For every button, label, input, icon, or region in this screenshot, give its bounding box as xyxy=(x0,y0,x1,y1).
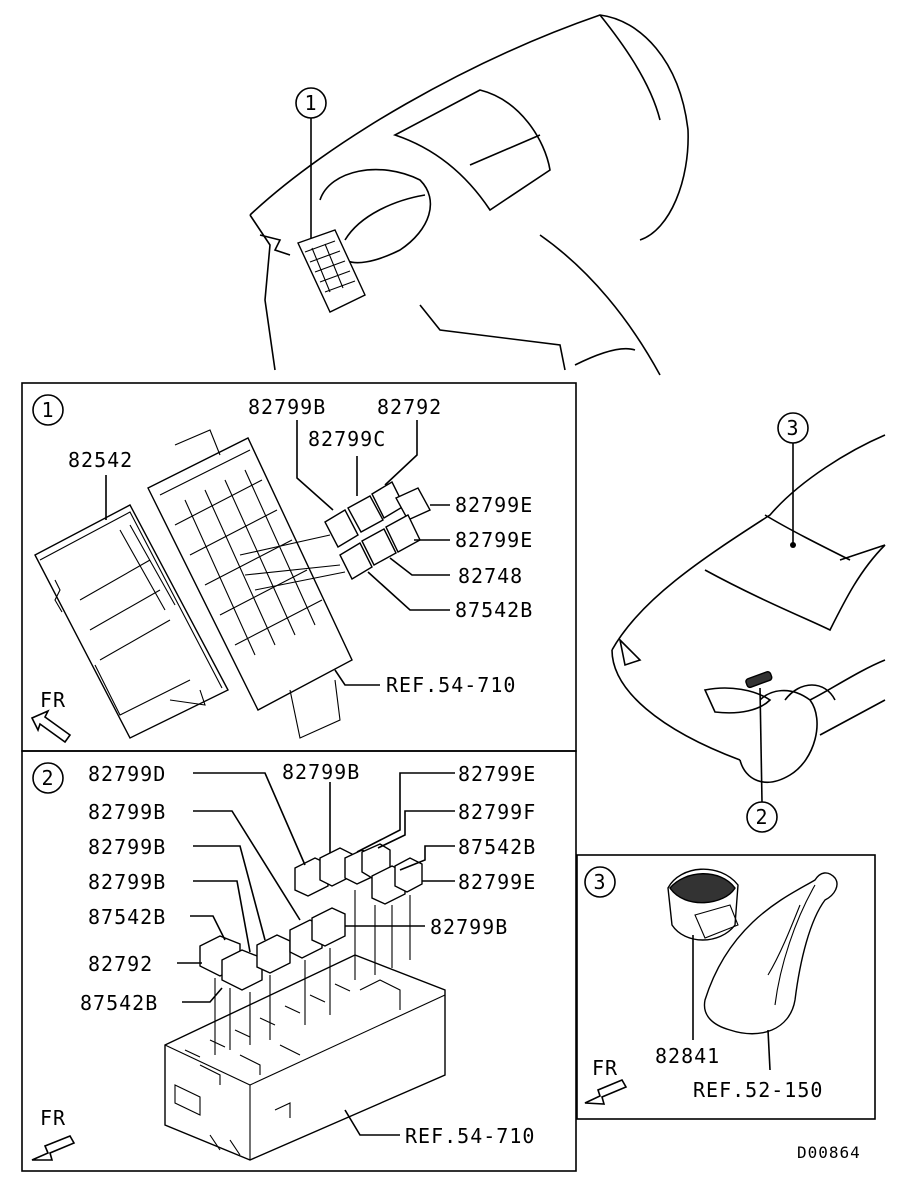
label-82799B-l2: 82799B xyxy=(88,835,166,859)
fr-label-1: FR xyxy=(40,688,66,712)
panel-2: 2 82799D xyxy=(21,750,577,1172)
rubber-cover-drawing xyxy=(703,872,838,1035)
label-82748: 82748 xyxy=(458,564,523,588)
callout-1-top xyxy=(295,87,327,119)
callout-2-top-label: 2 xyxy=(755,805,768,829)
callout-2-label: 2 xyxy=(41,766,54,790)
junction-block-small xyxy=(297,229,366,313)
label-ref-54-710-a: REF.54-710 xyxy=(386,673,516,697)
label-87542B-l2: 87542B xyxy=(80,991,158,1015)
label-82542: 82542 xyxy=(68,448,133,472)
label-82799B-l1: 82799B xyxy=(88,800,166,824)
relay-group-drawing xyxy=(239,481,431,591)
callout-1-top-label: 1 xyxy=(304,91,317,115)
relay-82841-drawing xyxy=(667,868,739,941)
callout-3-label: 3 xyxy=(593,870,606,894)
label-82799B-top: 82799B xyxy=(282,760,360,784)
label-82799E-r: 82799E xyxy=(458,870,536,894)
fr-arrow-icon-3 xyxy=(584,1078,628,1105)
label-82792: 82792 xyxy=(377,395,442,419)
fr-label-2: FR xyxy=(40,1106,66,1130)
label-82799C: 82799C xyxy=(308,427,386,451)
label-87542B-r: 87542B xyxy=(458,835,536,859)
label-82792: 82792 xyxy=(88,952,153,976)
label-82799D: 82799D xyxy=(88,762,166,786)
label-87542B: 87542B xyxy=(455,598,533,622)
label-82799B: 82799B xyxy=(248,395,326,419)
panel-1: 1 82542 xyxy=(21,382,577,752)
label-82799E-1: 82799E xyxy=(455,493,533,517)
label-ref-52-150: REF.52-150 xyxy=(693,1078,823,1102)
label-82799E-2: 82799E xyxy=(455,528,533,552)
dashboard-overview-drawing: 1 xyxy=(249,14,689,376)
panel-3: 3 82841 REF.52-150 FR xyxy=(576,854,876,1120)
fr-arrow-icon-2 xyxy=(31,1134,76,1161)
callout-2 xyxy=(32,762,64,794)
drawing-code: D00864 xyxy=(797,1143,861,1162)
label-82799B-l3: 82799B xyxy=(88,870,166,894)
callout-3-top xyxy=(777,412,809,444)
fr-arrow-icon-1 xyxy=(30,709,72,744)
label-82799B-r: 82799B xyxy=(430,915,508,939)
label-82841: 82841 xyxy=(655,1044,720,1068)
label-82799E-top: 82799E xyxy=(458,762,536,786)
label-82799F: 82799F xyxy=(458,800,536,824)
callout-3 xyxy=(584,866,616,898)
callout-1-label: 1 xyxy=(41,398,54,422)
fr-label-3: FR xyxy=(592,1056,618,1080)
vehicle-front-drawing: 3 2 xyxy=(611,412,886,833)
label-87542B-l1: 87542B xyxy=(88,905,166,929)
ecu-module-drawing xyxy=(34,504,229,739)
relay-location-marker xyxy=(745,671,773,689)
relay-box-drawing xyxy=(164,954,446,1161)
callout-2-top xyxy=(746,801,778,833)
callout-1 xyxy=(32,394,64,426)
label-ref-54-710-b: REF.54-710 xyxy=(405,1124,535,1148)
callout-3-top-label: 3 xyxy=(786,416,799,440)
